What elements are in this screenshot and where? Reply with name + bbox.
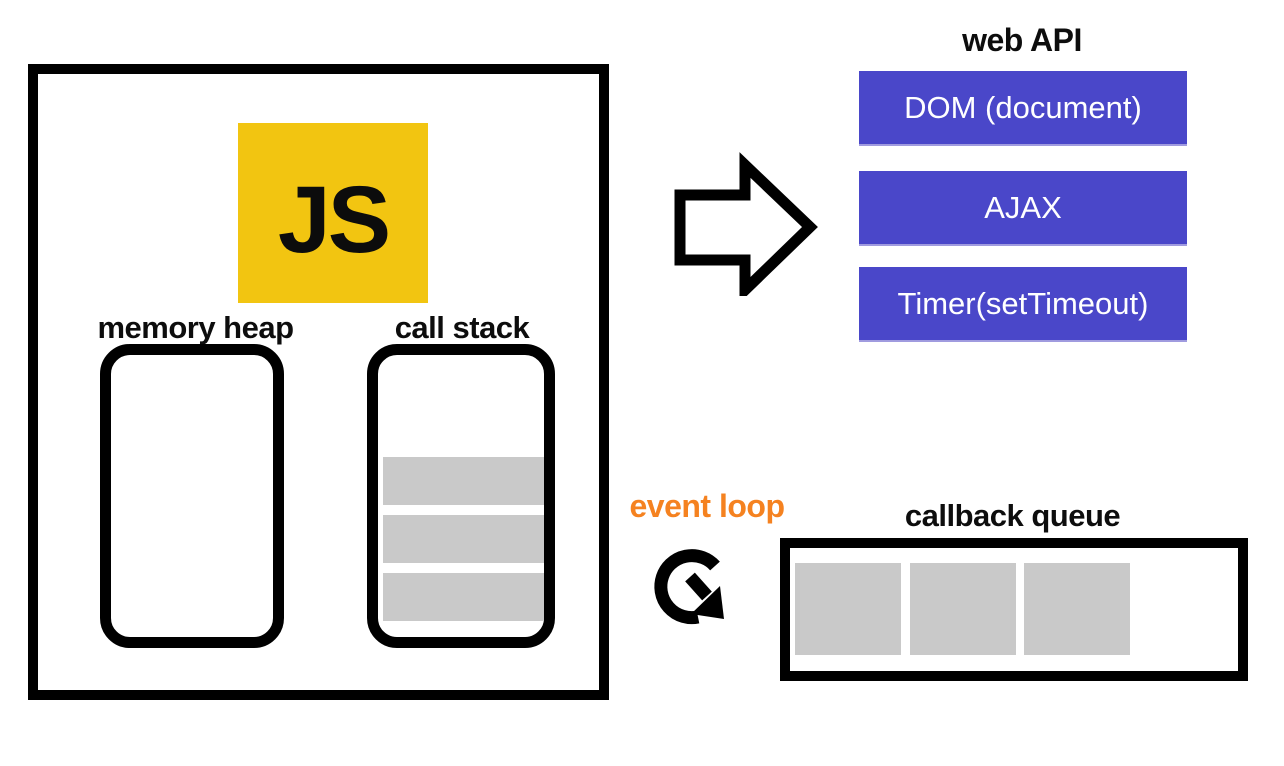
- queue-item: [910, 563, 1016, 655]
- js-engine-box: JS memory heap call stack: [28, 64, 609, 700]
- call-stack-label: call stack: [394, 310, 530, 345]
- web-api-box-dom: DOM (document): [859, 71, 1187, 146]
- web-api-box-timer: Timer(setTimeout): [859, 267, 1187, 342]
- memory-heap-container: [100, 344, 284, 648]
- web-api-box-ajax: AJAX: [859, 171, 1187, 246]
- right-block-arrow-icon: [674, 152, 818, 296]
- web-api-box-ajax-label: AJAX: [984, 189, 1062, 225]
- web-api-box-timer-label: Timer(setTimeout): [897, 285, 1149, 321]
- event-loop-label: event loop: [629, 488, 785, 524]
- javascript-logo-text: JS: [277, 166, 391, 273]
- queue-item: [1024, 563, 1130, 655]
- clockwise-loop-arrow-icon: [654, 549, 724, 625]
- javascript-logo: JS: [238, 123, 428, 303]
- web-api-title: web API: [962, 22, 1082, 58]
- callback-queue-label: callback queue: [904, 498, 1121, 533]
- web-api-box-dom-label: DOM (document): [904, 89, 1142, 125]
- memory-heap-label: memory heap: [97, 310, 294, 345]
- stack-frame: [383, 457, 544, 505]
- queue-item: [795, 563, 901, 655]
- call-stack-container: [367, 344, 555, 648]
- stack-frame: [383, 573, 544, 621]
- stack-frame: [383, 515, 544, 563]
- callback-queue-container: [780, 538, 1248, 681]
